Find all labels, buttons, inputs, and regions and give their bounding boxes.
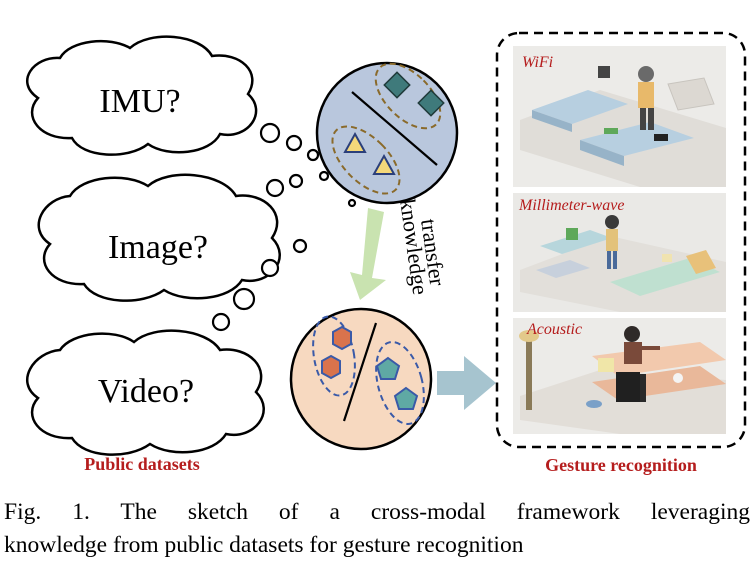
scene-label-acoustic: Acoustic bbox=[526, 321, 582, 338]
divider-line-top bbox=[351, 91, 438, 166]
triangle-shape-2 bbox=[372, 153, 396, 175]
scene-label-millimeter-wave: Millimeter-wave bbox=[518, 197, 624, 214]
caption-line-1: Fig. 1. The sketch of a cross-modal fram… bbox=[4, 499, 750, 525]
diamond-shape-2 bbox=[417, 89, 445, 117]
bubble-2 bbox=[285, 134, 303, 152]
public-datasets-label: Public datasets bbox=[84, 454, 200, 474]
scene-acoustic: Acoustic bbox=[513, 318, 726, 434]
target-knowledge-circle bbox=[289, 307, 433, 451]
hexagon-shape-2 bbox=[321, 354, 341, 380]
diamond-shape-1 bbox=[383, 71, 411, 99]
bubble-10 bbox=[292, 238, 308, 254]
bubble-11 bbox=[347, 198, 357, 208]
pentagon-shape-1 bbox=[375, 356, 401, 380]
divider-line-bottom bbox=[342, 322, 378, 422]
bubble-4 bbox=[265, 178, 285, 198]
caption-line-2: knowledge from public datasets for gestu… bbox=[4, 532, 524, 558]
triangle-shape-1 bbox=[343, 131, 367, 153]
pentagon-shape-2 bbox=[393, 386, 419, 410]
cloud-imu: IMU? bbox=[26, 35, 258, 156]
figure-caption: Fig. 1. The sketch of a cross-modal fram… bbox=[4, 496, 750, 562]
transfer-arrow bbox=[350, 208, 386, 300]
cloud-label-video: Video? bbox=[98, 373, 194, 410]
bubble-1 bbox=[259, 122, 281, 144]
cluster-outline-triangles bbox=[331, 125, 401, 195]
bubble-9 bbox=[260, 258, 280, 278]
scene-millimeter-wave: Millimeter-wave bbox=[513, 193, 726, 312]
cloud-label-image: Image? bbox=[108, 229, 208, 266]
scene-label-wifi: WiFi bbox=[522, 54, 553, 71]
scene-wifi: WiFi bbox=[513, 46, 726, 187]
gesture-recognition-label: Gesture recognition bbox=[545, 455, 697, 475]
cluster-outline-hexagons bbox=[312, 315, 356, 397]
bubble-3 bbox=[306, 148, 320, 162]
source-knowledge-circle bbox=[315, 61, 459, 205]
cloud-label-imu: IMU? bbox=[99, 83, 180, 120]
bubble-7 bbox=[232, 287, 256, 311]
gesture-panel bbox=[495, 31, 747, 449]
hexagon-shape-1 bbox=[332, 325, 352, 351]
bubble-8 bbox=[211, 312, 231, 332]
output-arrow bbox=[437, 356, 496, 410]
bubble-6 bbox=[318, 170, 330, 182]
transfer-label: knowledge transfer bbox=[395, 197, 450, 296]
cluster-outline-pentagons bbox=[375, 341, 425, 425]
cloud-video: Video? bbox=[26, 329, 265, 456]
bubble-5 bbox=[288, 173, 304, 189]
thought-bubbles bbox=[211, 122, 357, 332]
cloud-image: Image? bbox=[37, 173, 281, 302]
